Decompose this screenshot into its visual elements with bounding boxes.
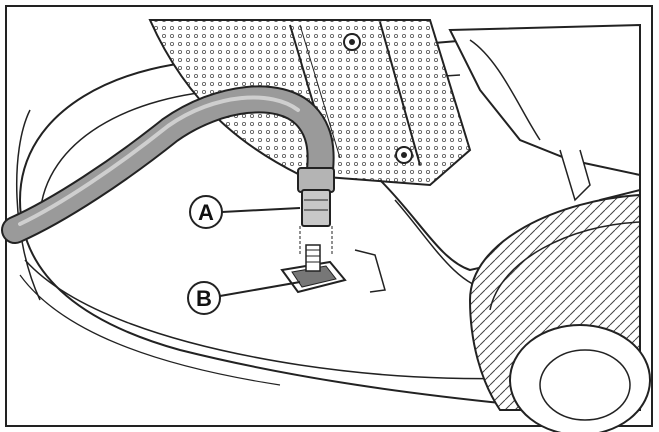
callout-b-label: B: [196, 286, 212, 311]
callout-b-circle: [187, 281, 221, 315]
callout-a: A: [189, 195, 301, 229]
hose-coupler: [297, 167, 335, 255]
callout-a-circle: [189, 195, 223, 229]
rear-tire: [468, 193, 651, 432]
deck-left-lip: [16, 109, 41, 301]
mower-frame: [379, 23, 641, 291]
washout-port: [280, 244, 386, 294]
garden-hose: [1, 85, 335, 244]
callout-a-label: A: [198, 200, 214, 225]
callout-b: B: [187, 281, 301, 315]
